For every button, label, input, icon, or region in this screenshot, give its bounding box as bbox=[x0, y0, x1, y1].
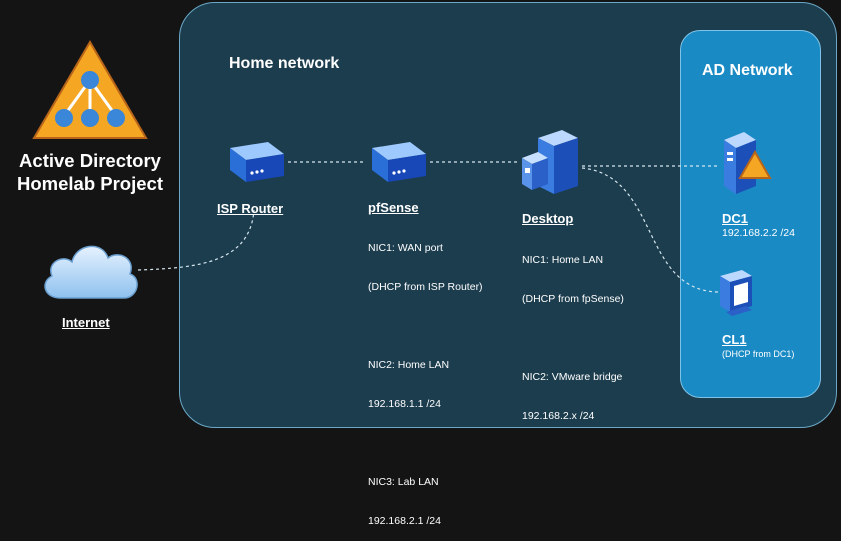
ad-network-zone bbox=[680, 30, 821, 398]
internet-label: Internet bbox=[62, 315, 110, 330]
project-title-line2: Homelab Project bbox=[17, 173, 163, 194]
desktop-nic2-line1: NIC2: VMware bridge bbox=[522, 371, 623, 383]
wire-internet-router bbox=[137, 209, 255, 271]
monitor-icon bbox=[720, 270, 752, 316]
router-icon bbox=[372, 142, 426, 182]
pfsense-label: pfSense bbox=[368, 200, 419, 215]
desktop-nic2-line2: 192.168.2.x /24 bbox=[522, 410, 595, 422]
pfsense-details: NIC1: WAN port (DHCP from ISP Router) NI… bbox=[368, 216, 483, 541]
pfsense-nic1-line2: (DHCP from ISP Router) bbox=[368, 281, 483, 293]
dc1-label: DC1 bbox=[722, 211, 749, 226]
project-title: Active Directory Homelab Project bbox=[0, 149, 180, 195]
pfsense-nic1-line1: NIC1: WAN port bbox=[368, 242, 443, 254]
home-network-title: Home network bbox=[229, 55, 340, 72]
router-icon bbox=[230, 142, 284, 182]
pfsense-nic2-line2: 192.168.1.1 /24 bbox=[368, 398, 441, 410]
pfsense-nic2-line1: NIC2: Home LAN bbox=[368, 359, 450, 371]
server-tower-icon bbox=[522, 130, 578, 194]
project-title-line1: Active Directory bbox=[19, 150, 161, 171]
cl1-ip: (DHCP from DC1) bbox=[722, 349, 795, 359]
warning-triangle-icon bbox=[738, 150, 772, 179]
pfsense-nic3-line1: NIC3: Lab LAN bbox=[368, 476, 439, 488]
connection-lines bbox=[137, 161, 720, 293]
isp-router-label: ISP Router bbox=[217, 201, 284, 216]
dc1-ip: 192.168.2.2 /24 bbox=[722, 227, 795, 239]
desktop-label: Desktop bbox=[522, 211, 574, 226]
ad-network-title: AD Network bbox=[702, 62, 793, 79]
desktop-nic1-line2: (DHCP from fpSense) bbox=[522, 293, 624, 305]
desktop-details: NIC1: Home LAN (DHCP from fpSense) NIC2:… bbox=[522, 228, 624, 436]
wire-desktop-cl1 bbox=[581, 167, 719, 293]
active-directory-logo-icon bbox=[32, 40, 148, 139]
cl1-label: CL1 bbox=[722, 332, 747, 347]
pfsense-nic3-line2: 192.168.2.1 /24 bbox=[368, 515, 441, 527]
cloud-icon bbox=[44, 245, 138, 299]
desktop-nic1-line1: NIC1: Home LAN bbox=[522, 254, 604, 266]
